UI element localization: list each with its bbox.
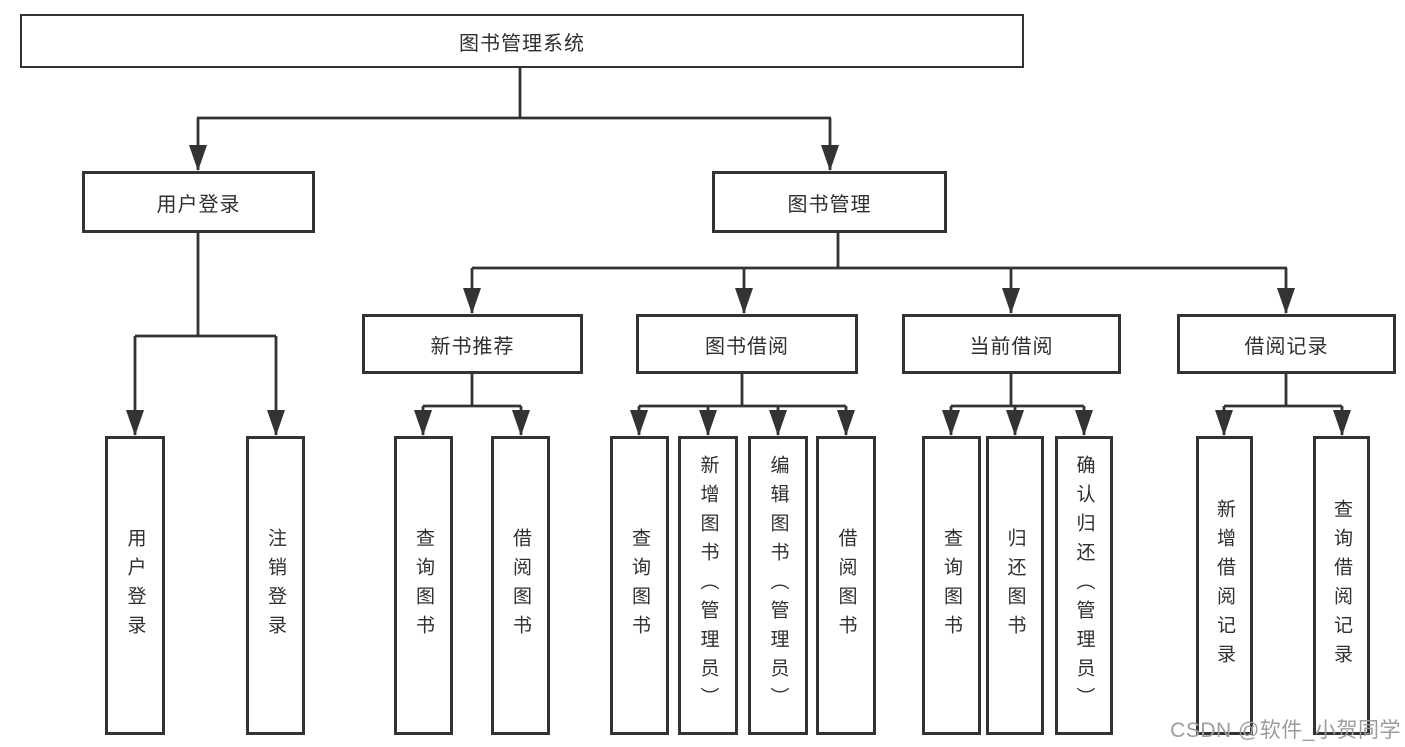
- node-label: 借阅记录: [1244, 335, 1329, 358]
- leaf-user-login: 用户登录: [105, 436, 165, 735]
- node-label: 借阅图书: [510, 527, 531, 644]
- node-label: 图书借阅: [705, 335, 789, 358]
- node-label: 新增图书（管理员）: [697, 455, 719, 716]
- node-label: 用户登录: [124, 527, 146, 644]
- node-label: 借阅图书: [835, 527, 857, 644]
- node-current-borrowing: 当前借阅: [902, 314, 1121, 374]
- node-label: 查询借阅记录: [1331, 498, 1352, 673]
- leaf-confirm-return-admin: 确认归还（管理员）: [1055, 436, 1113, 735]
- leaf-add-books-admin: 新增图书（管理员）: [678, 436, 738, 735]
- leaf-query-books-borrowing: 查询图书: [610, 436, 669, 735]
- watermark-text: CSDN @软件_小贺同学: [1170, 719, 1401, 742]
- node-label: 用户登录: [156, 193, 241, 216]
- node-label: 新书推荐: [430, 335, 515, 358]
- node-label: 查询图书: [629, 527, 650, 644]
- node-user-login: 用户登录: [82, 171, 315, 233]
- leaf-borrow-books-recommend: 借阅图书: [491, 436, 550, 735]
- node-book-management: 图书管理: [712, 171, 947, 233]
- node-label: 编辑图书（管理员）: [767, 455, 789, 716]
- node-label: 查询图书: [941, 527, 962, 644]
- node-label: 图书管理: [787, 193, 872, 216]
- node-library-management-system: 图书管理系统: [20, 14, 1024, 68]
- leaf-logout: 注销登录: [246, 436, 305, 735]
- node-label: 新增借阅记录: [1214, 498, 1235, 673]
- node-label: 查询图书: [413, 527, 434, 644]
- node-book-borrowing: 图书借阅: [636, 314, 858, 374]
- leaf-query-borrow-record: 查询借阅记录: [1313, 436, 1370, 735]
- node-new-book-recommendation: 新书推荐: [362, 314, 583, 374]
- leaf-return-books: 归还图书: [986, 436, 1044, 735]
- node-label: 图书管理系统: [459, 32, 585, 55]
- leaf-add-borrow-record: 新增借阅记录: [1196, 436, 1253, 735]
- node-borrowing-records: 借阅记录: [1177, 314, 1396, 374]
- node-label: 当前借阅: [969, 335, 1054, 358]
- leaf-edit-books-admin: 编辑图书（管理员）: [748, 436, 808, 735]
- node-label: 注销登录: [265, 527, 286, 644]
- leaf-query-books-current: 查询图书: [922, 436, 981, 735]
- node-label: 归还图书: [1004, 527, 1026, 644]
- leaf-borrow-books-borrowing: 借阅图书: [816, 436, 876, 735]
- node-label: 确认归还（管理员）: [1073, 455, 1095, 716]
- leaf-query-books-recommend: 查询图书: [394, 436, 453, 735]
